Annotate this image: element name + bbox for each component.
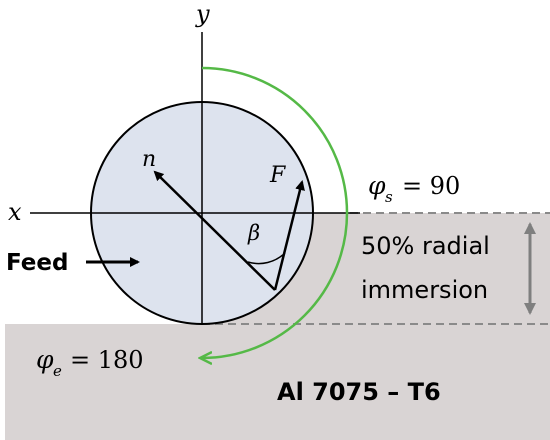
phi-start-value: = 90 xyxy=(402,172,460,200)
phi-end-symbol: φ xyxy=(36,345,54,374)
immersion-label-line1: 50% radial xyxy=(361,232,490,260)
material-label: Al 7075 – T6 xyxy=(277,378,441,406)
normal-label: n xyxy=(142,147,156,172)
immersion-label-line2: immersion xyxy=(361,276,488,304)
x-axis-label: x xyxy=(8,198,22,226)
beta-angle-arc xyxy=(247,252,286,265)
force-vector-arrow xyxy=(273,180,305,291)
phi-end-subscript: e xyxy=(53,362,62,380)
y-axis-label: y xyxy=(195,0,210,28)
rotation-arc xyxy=(202,66,349,358)
beta-label: β xyxy=(247,221,260,245)
normal-vector-arrow xyxy=(153,170,276,291)
phi-start-symbol: φ xyxy=(368,171,386,200)
workpiece-lower xyxy=(5,324,550,440)
force-label: F xyxy=(269,163,286,188)
feed-label: Feed xyxy=(6,250,68,276)
phi-end-value: = 180 xyxy=(70,346,144,374)
phi-start-subscript: s xyxy=(385,188,393,206)
